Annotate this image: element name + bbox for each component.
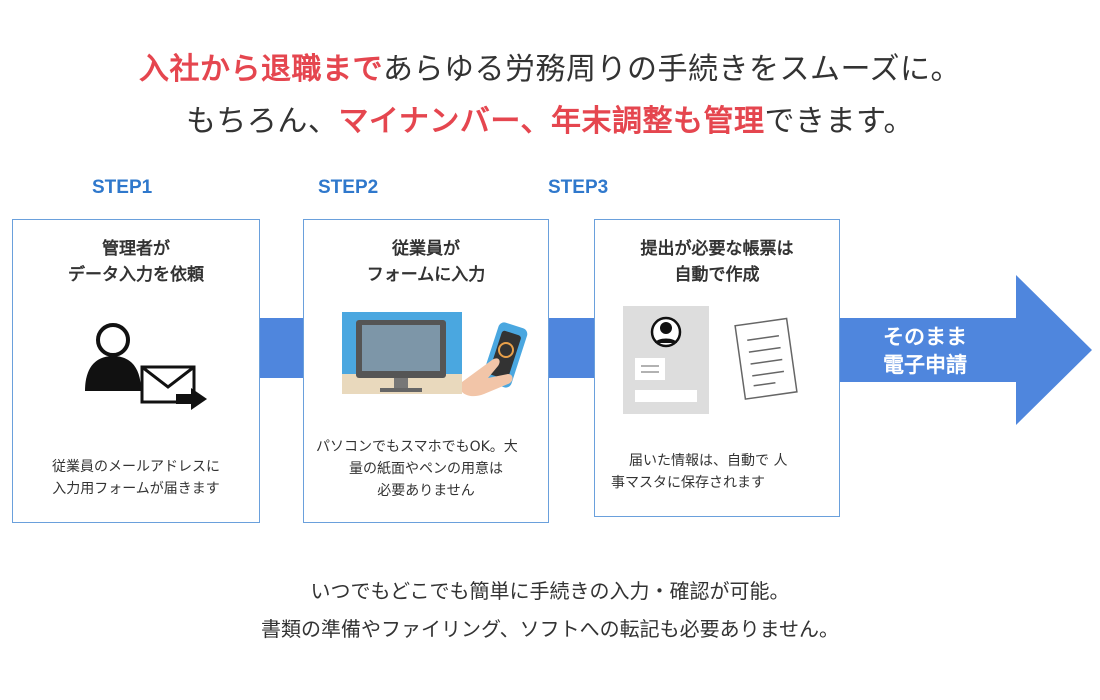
step1-desc-2: 入力用フォームが届きます: [52, 481, 220, 497]
step1-title-2: データ入力を依頼: [68, 265, 204, 285]
step2-title-1: 従業員が: [392, 239, 460, 259]
bottom-text-1: いつでもどこでも簡単に手続きの入力・確認が可能。: [310, 579, 790, 603]
step3-title-1: 提出が必要な帳票は: [640, 239, 794, 259]
final-arrow-icon: [838, 275, 1092, 425]
step2-desc-3: 必要ありません: [377, 483, 475, 499]
step2-label: STEP2: [318, 177, 379, 198]
step3-box: 提出が必要な帳票は 自動で作成 届いた情報は、自動で 人 事マスタに保存されます: [594, 219, 840, 517]
step1-desc-1: 従業員のメールアドレスに: [52, 459, 220, 475]
step3-desc-1: 届いた情報は、自動で 人: [629, 453, 788, 469]
step3-desc-2: 事マスタに保存されます: [611, 475, 765, 491]
headline-text-1: あらゆる労務周りの手続きをスムーズに。: [383, 52, 961, 87]
final-arrow-text-2: 電子申請: [883, 353, 967, 377]
headline-highlight-1: 入社から退職まで: [139, 52, 383, 87]
headline-line-2: もちろん、マイナンバー、年末調整も管理できます。: [0, 96, 1100, 140]
step1-title-1: 管理者が: [102, 239, 170, 259]
step2-desc-1: パソコンでもスマホでもOK。大: [316, 439, 518, 455]
step1-box: 管理者が データ入力を依頼 従業員のメールアドレスに 入力用フォームが届きます: [12, 219, 260, 523]
bottom-text-2: 書類の準備やファイリング、ソフトへの転記も必要ありません。: [261, 617, 839, 641]
step1-label: STEP1: [92, 177, 153, 198]
headline-line-1: 入社から退職まであらゆる労務周りの手続きをスムーズに。: [0, 44, 1100, 88]
connector-band-1: [258, 318, 306, 378]
computer-and-smartphone-icon: [342, 312, 528, 397]
step3-label: STEP3: [548, 177, 609, 198]
headline-text-2a: もちろん、: [185, 104, 339, 139]
connector-band-2: [548, 318, 596, 378]
profile-card-and-document-icon: [623, 306, 798, 414]
step2-desc-2: 量の紙面やペンの用意は: [349, 461, 503, 477]
final-arrow-text-1: そのまま: [883, 325, 967, 349]
headline-highlight-2: マイナンバー、年末調整も管理: [338, 104, 765, 139]
headline-text-2b: できます。: [764, 104, 915, 139]
step3-title-2: 自動で作成: [674, 265, 760, 285]
user-with-mail-icon: [85, 323, 207, 410]
step2-box: 従業員が フォームに入力 パソコンでもスマホでもOK。大 量の紙面やペンの用意は…: [303, 219, 549, 523]
step2-title-2: フォームに入力: [366, 265, 486, 285]
